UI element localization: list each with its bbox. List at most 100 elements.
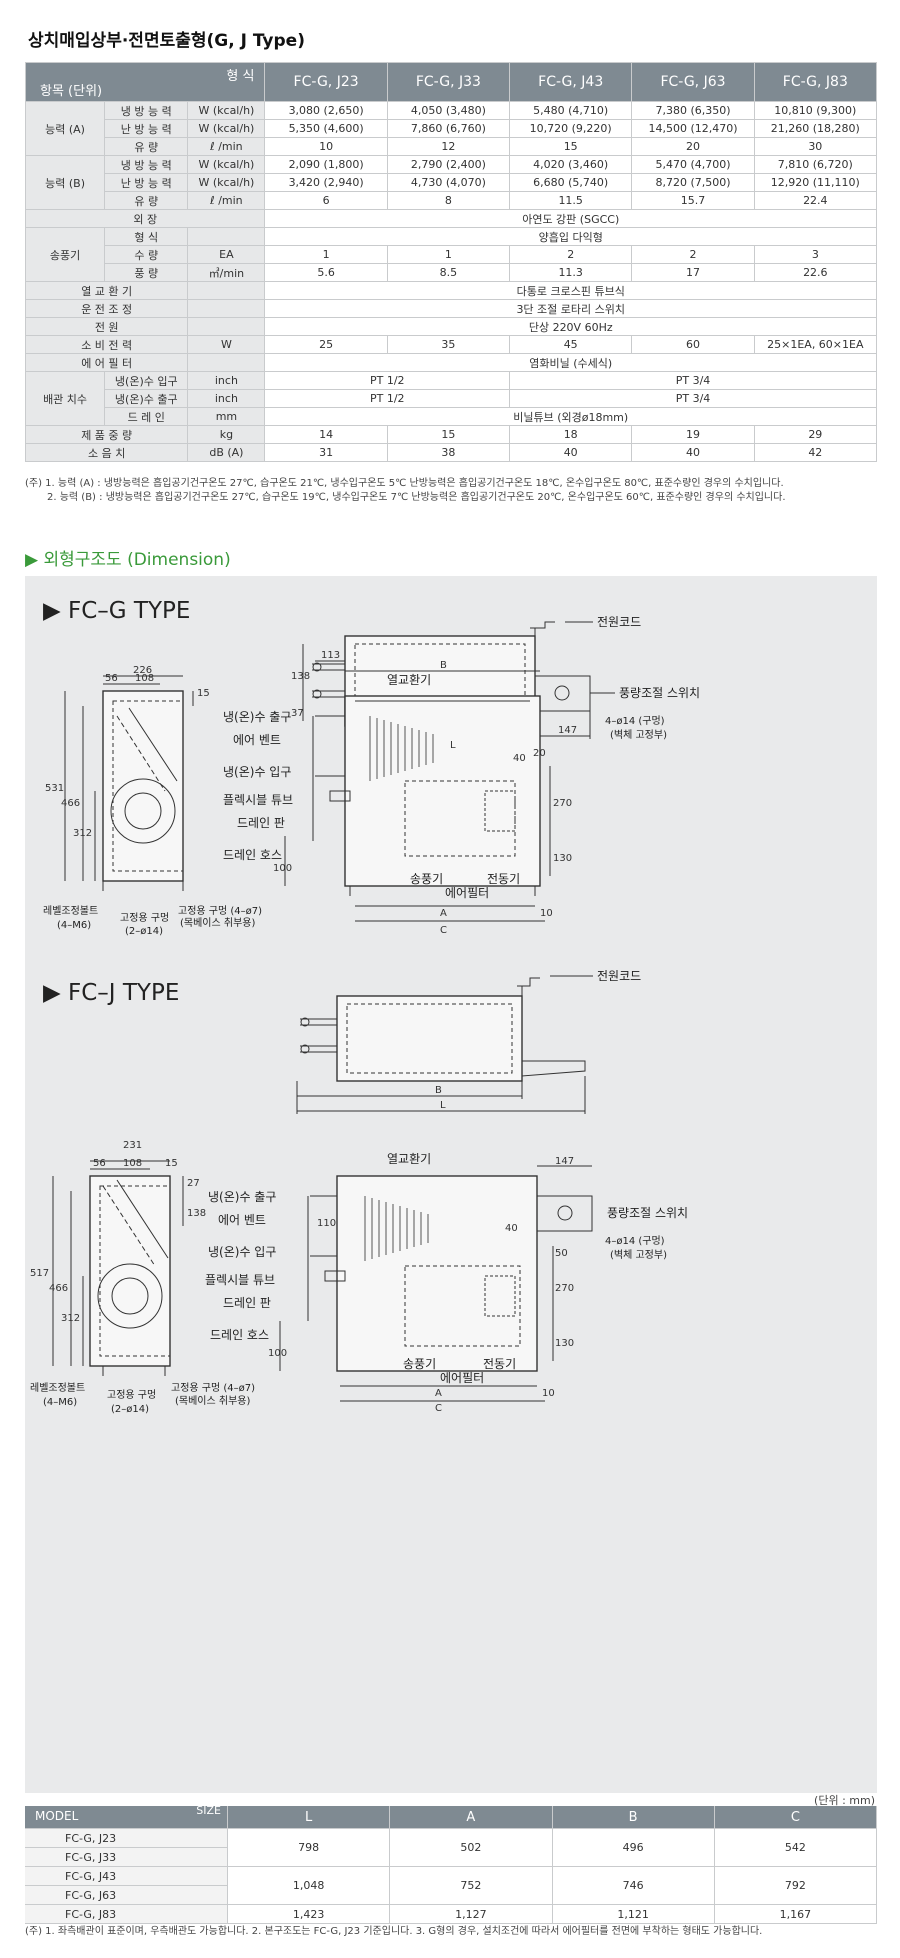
row-label: 난 방 능 력 xyxy=(104,119,189,138)
row-label: 드 레 인 xyxy=(104,407,189,426)
g-fix-sub: (2–ø14) xyxy=(125,926,163,937)
j-dim: 270 xyxy=(555,1283,574,1294)
j-dim: 56 xyxy=(93,1158,106,1169)
table-row: 외 장 아연도 강판 (SGCC) xyxy=(24,209,877,228)
cell: 25×1EA, 60×1EA xyxy=(753,335,878,354)
g-side-view xyxy=(64,675,194,891)
cell: 15.7 xyxy=(631,191,755,210)
spec-notes: (주) 1. 능력 (A) : 냉방능력은 흡입공기건구온도 27℃, 습구온도… xyxy=(25,477,786,505)
dim-col-header: C xyxy=(714,1806,878,1829)
cell: 3단 조절 로타리 스위치 xyxy=(264,299,877,318)
cell: 5,350 (4,600) xyxy=(264,119,388,138)
col-label-top: 형 식 xyxy=(226,69,255,84)
cell: 5,470 (4,700) xyxy=(631,155,755,174)
g-hose-label: 드레인 호스 xyxy=(223,848,282,862)
row-unit: kg xyxy=(187,425,266,444)
row-unit: W xyxy=(187,335,266,354)
g-fix2-sub: (목베이스 취부용) xyxy=(180,917,255,929)
row-label: 유 량 xyxy=(104,137,189,156)
note-line: (주) 1. 능력 (A) : 냉방능력은 흡입공기건구온도 27℃, 습구온도… xyxy=(25,478,784,489)
g-hole-sub: (벽체 고정부) xyxy=(610,729,667,741)
j-hose-label: 드레인 호스 xyxy=(210,1328,269,1342)
j-vent-label: 에어 벤트 xyxy=(218,1213,266,1227)
row-group-label: 능력 (A) xyxy=(24,101,106,156)
j-dim: 517 xyxy=(30,1268,49,1279)
row-unit: W (kcal/h) xyxy=(187,155,266,174)
cell: 7,810 (6,720) xyxy=(753,155,878,174)
g-dim: 37 xyxy=(291,708,304,719)
row-unit: ℓ /min xyxy=(187,137,266,156)
g-fix-label: 고정용 구멍 xyxy=(120,912,169,924)
j-outlet-label: 냉(온)수 출구 xyxy=(208,1190,276,1204)
spec-corner-cell: 형 식 항목 (단위) xyxy=(24,62,266,102)
model-header: FC-G, J43 xyxy=(509,62,633,102)
cell: PT 3/4 xyxy=(509,389,877,408)
j-dim: A xyxy=(435,1388,442,1399)
j-pan-label: 드레인 판 xyxy=(223,1296,271,1310)
dim-col-header: L xyxy=(227,1806,391,1829)
row-label: 냉 방 능 력 xyxy=(104,101,189,120)
cell: 8 xyxy=(386,191,511,210)
cell: 12 xyxy=(386,137,511,156)
cell: 2,090 (1,800) xyxy=(264,155,388,174)
g-inlet-label: 냉(온)수 입구 xyxy=(223,765,291,779)
j-dim: 10 xyxy=(542,1388,555,1399)
j-dim: 15 xyxy=(165,1158,178,1169)
j-filter-label: 에어필터 xyxy=(440,1371,484,1385)
g-outlet-label: 냉(온)수 출구 xyxy=(223,710,291,724)
g-bolt-sub: (4–M6) xyxy=(57,920,91,931)
cell: 1,048 xyxy=(227,1866,391,1905)
table-row: FC-G, J43 1,048 752 746 792 xyxy=(25,1866,878,1905)
model-header: FC-G, J33 xyxy=(386,62,511,102)
j-fan-switch-label: 풍량조절 스위치 xyxy=(607,1206,688,1220)
row-group-label: 능력 (B) xyxy=(24,155,106,210)
j-fan-label: 송풍기 xyxy=(403,1357,436,1371)
table-row: 능력 (A) 냉 방 능 력 W (kcal/h) 3,080 (2,650)4… xyxy=(24,101,878,156)
row-unit: W (kcal/h) xyxy=(187,173,266,192)
j-dim: C xyxy=(435,1403,442,1414)
row-group-label: 송풍기 xyxy=(24,227,106,282)
cell: 10,720 (9,220) xyxy=(509,119,633,138)
dimension-drawing-panel: ▶ FC–G TYPE 전원코드 풍량조절 스위치 열교환기 냉(온)수 출구 … xyxy=(25,576,877,1793)
cell: 18 xyxy=(509,425,633,444)
row-label: 소 음 치 xyxy=(24,443,189,462)
row-unit xyxy=(187,227,266,246)
spec-table: 형 식 항목 (단위) FC-G, J23 FC-G, J33 FC-G, J4… xyxy=(24,62,878,462)
row-group-label: 배관 치수 xyxy=(24,371,106,426)
model-cell: FC-G, J23 xyxy=(25,1828,228,1848)
row-label: 난 방 능 력 xyxy=(104,173,189,192)
cell: 7,860 (6,760) xyxy=(386,119,511,138)
g-fix2-label: 고정용 구멍 (4–ø7) xyxy=(178,905,262,917)
cell: PT 1/2 xyxy=(264,389,511,408)
col-label-bottom: 항목 (단위) xyxy=(40,84,103,99)
cell: 746 xyxy=(552,1866,715,1905)
row-label: 냉(온)수 입구 xyxy=(104,371,189,390)
cell: 5,480 (4,710) xyxy=(509,101,633,120)
cell: 11.3 xyxy=(509,263,633,282)
cell: 2 xyxy=(631,245,755,264)
model-cell: FC-G, J33 xyxy=(25,1847,228,1867)
cell: 8,720 (7,500) xyxy=(631,173,755,192)
table-row: 전 원 단상 220V 60Hz xyxy=(24,317,877,336)
cell: 21,260 (18,280) xyxy=(753,119,878,138)
row-unit: ℓ /min xyxy=(187,191,266,210)
cell: 542 xyxy=(714,1828,878,1867)
cell: 60 xyxy=(631,335,755,354)
cell: 1,127 xyxy=(389,1904,553,1924)
cell: 염화비닐 (수세식) xyxy=(264,353,877,372)
j-dim: 40 xyxy=(505,1223,518,1234)
table-row: 열 교 환 기 다통로 크로스핀 튜브식 xyxy=(24,281,877,300)
j-power-cord-label: 전원코드 xyxy=(597,969,641,983)
row-unit: W (kcal/h) xyxy=(187,119,266,138)
row-label: 형 식 xyxy=(104,227,189,246)
j-dim: L xyxy=(440,1100,446,1111)
row-label: 유 량 xyxy=(104,191,189,210)
g-dim: 531 xyxy=(45,783,64,794)
cell: 5.6 xyxy=(264,263,388,282)
